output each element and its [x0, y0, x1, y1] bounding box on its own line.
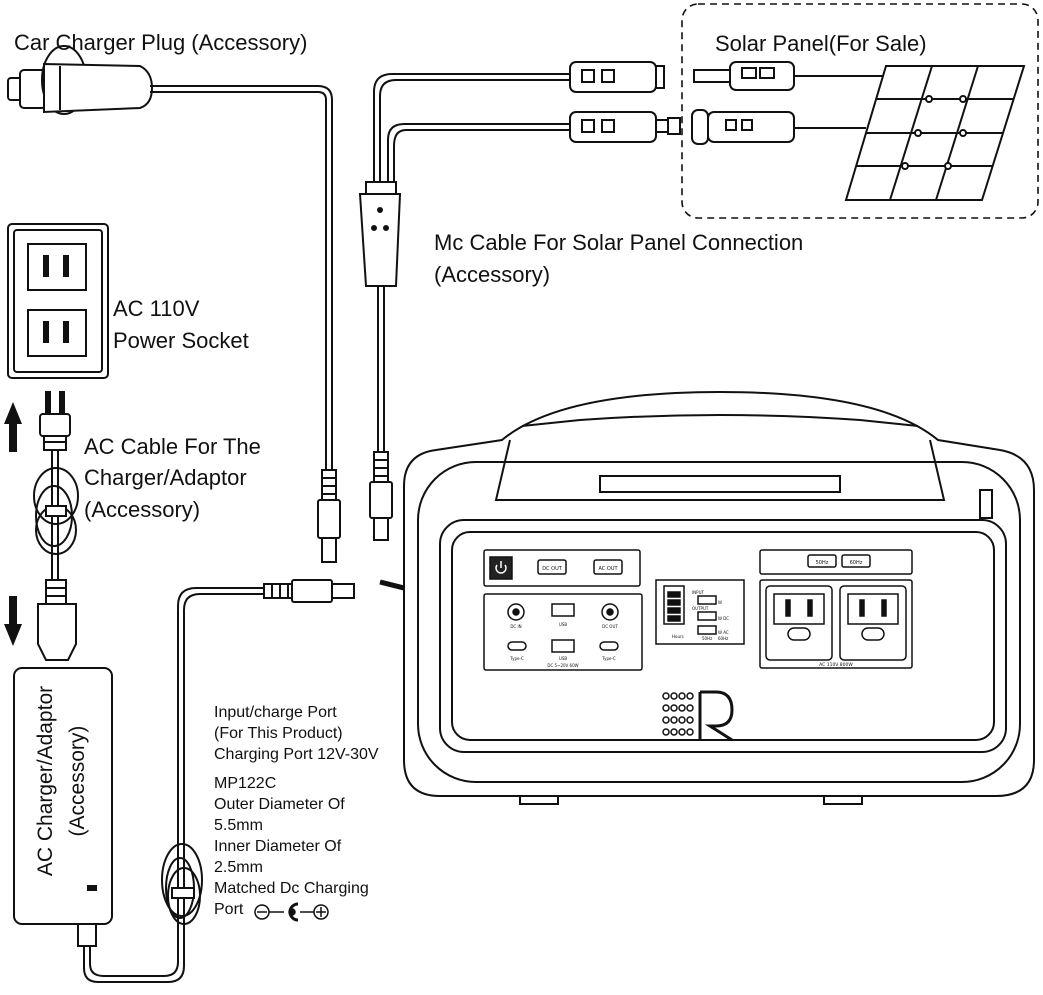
dc-polarity-icon: [254, 902, 329, 922]
lcd-60hz: 60Hz: [718, 636, 728, 641]
port-usb2-label: USB: [559, 656, 567, 661]
input-port-line: MP122C: [214, 775, 277, 792]
btn-dc-out[interactable]: DC OUT: [542, 566, 563, 572]
lcd-50hz: 50Hz: [702, 636, 712, 641]
mc-cable-junction: [358, 181, 402, 287]
arrow-up-icon: [4, 402, 22, 452]
ac-rating-label: AC 110V 800W: [819, 662, 853, 668]
input-port-line: Charging Port 12V-30V: [214, 746, 379, 763]
input-port-line: Port: [214, 901, 244, 918]
input-port-line: 2.5mm: [214, 859, 263, 876]
adaptor-barrel-connector: [263, 579, 355, 603]
input-port-line: 5.5mm: [214, 817, 263, 834]
input-port-line: Inner Diameter Of: [214, 838, 342, 855]
ac-cable-coil: [33, 450, 79, 580]
btn-50hz[interactable]: 50Hz: [816, 560, 829, 566]
port-typec2-label: Type-C: [601, 656, 616, 661]
port-typec-label: Type-C: [509, 656, 524, 661]
lcd-hours: Hours: [672, 634, 684, 639]
mc-cable-connectors: [569, 61, 681, 143]
input-port-line: Input/charge Port: [214, 704, 337, 721]
mc-cable-label-1: Mc Cable For Solar Panel Connection: [434, 230, 804, 255]
lcd-input: INPUT: [692, 590, 705, 595]
car-charger-label: Car Charger Plug (Accessory): [14, 30, 308, 55]
lcd-output: OUTPUT: [692, 606, 709, 611]
adaptor-label-1: AC Charger/Adaptor: [34, 685, 57, 877]
ac-cable-plug: [39, 391, 71, 451]
port-dc-in-label: DC IN: [510, 624, 521, 629]
mc-cable-label-2: (Accessory): [434, 262, 551, 287]
ac-cable-iec-connector: [37, 579, 77, 661]
adaptor-dc-cable: [83, 587, 264, 983]
solar-mc4-connectors: [691, 61, 884, 145]
ac-outlets: [759, 579, 913, 669]
solar-panel-label: Solar Panel(For Sale): [715, 31, 927, 56]
input-port-line: (For This Product): [214, 725, 343, 742]
cable-tie: [171, 887, 195, 899]
btn-60hz[interactable]: 60Hz: [850, 560, 863, 566]
ac-adaptor-brick: [13, 667, 113, 947]
ac-cable-label-1: AC Cable For The: [84, 434, 261, 459]
input-port-description: Input/charge Port (For This Product) Cha…: [214, 702, 379, 920]
ac-power-socket: [7, 223, 109, 379]
car-barrel-connector: [317, 469, 341, 563]
ac-socket-label-2: Power Socket: [113, 328, 249, 353]
ac-cable-label-3: (Accessory): [84, 497, 201, 522]
car-charger-cable: [317, 85, 333, 470]
lcd-wac: W AC: [718, 630, 729, 635]
dc-range-label: DC 5~20V 60W: [547, 663, 578, 668]
ac-socket-label-1: AC 110V: [113, 296, 200, 321]
ac-cable-label-2: Charger/Adaptor: [84, 465, 247, 490]
input-port-line: Outer Diameter Of: [214, 796, 345, 813]
control-strip: [483, 549, 913, 587]
mc-cable: [373, 73, 570, 452]
lcd-w: W: [718, 600, 722, 605]
car-charger-plug: [7, 45, 318, 115]
power-icon: [495, 564, 507, 574]
dc-port-panel: [483, 593, 643, 671]
input-port-line: Matched Dc Charging: [214, 880, 369, 897]
solar-panel-box: [681, 3, 1039, 219]
mc-barrel-connector: [369, 451, 393, 541]
adaptor-label-2: (Accessory): [66, 725, 89, 837]
brand-logo-icon: [662, 690, 734, 742]
solar-panel: [844, 65, 1026, 201]
lcd-display: [655, 579, 745, 645]
port-usb-label: USB: [559, 622, 567, 627]
port-dc-out-label: DC OUT: [602, 624, 618, 629]
lcd-wdc: W DC: [718, 616, 729, 621]
btn-ac-out[interactable]: AC OUT: [598, 566, 618, 572]
arrow-down-icon: [4, 596, 22, 646]
